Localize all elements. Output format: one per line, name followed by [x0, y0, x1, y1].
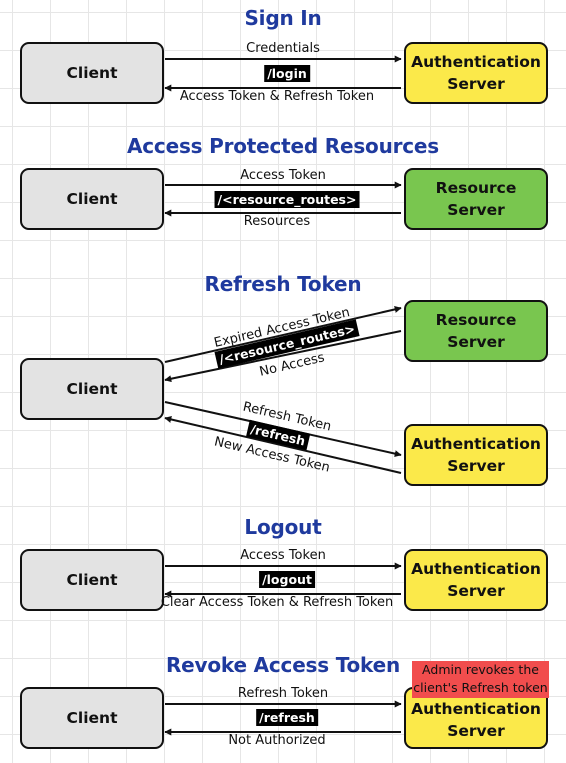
server-label-line1: Resource	[435, 179, 517, 197]
access-route: /<resource_routes>	[214, 191, 360, 208]
server-label-line2: Server	[447, 201, 505, 219]
access-protected-title: Access Protected Resources	[126, 134, 439, 158]
sign-in-auth-server-box: Authentication Server	[404, 42, 548, 104]
logout-auth-server-box: Authentication Server	[404, 549, 548, 611]
server-label-line1: Authentication	[411, 700, 541, 718]
admin-revoke-note: Admin revokes the client's Refresh token	[412, 661, 549, 698]
client-label: Client	[66, 64, 118, 82]
refresh-token-title: Refresh Token	[204, 272, 362, 296]
client-label: Client	[66, 709, 118, 727]
sign-in-request-label: Credentials	[246, 41, 320, 56]
revoke-route: /refresh	[256, 709, 318, 726]
client-label: Client	[66, 571, 118, 589]
server-label-line1: Authentication	[411, 53, 541, 71]
server-label-line1: Resource	[435, 311, 517, 329]
refresh-auth-server-box: Authentication Server	[404, 424, 548, 486]
logout-client-box: Client	[20, 549, 164, 611]
sign-in-route: /login	[264, 65, 310, 82]
server-label-line2: Server	[447, 457, 505, 475]
logout-response-label: Clear Access Token & Refresh Token	[160, 595, 394, 610]
sign-in-client-box: Client	[20, 42, 164, 104]
server-label-line2: Server	[447, 75, 505, 93]
access-client-box: Client	[20, 168, 164, 230]
access-resource-server-box: Resource Server	[404, 168, 548, 230]
note-line1: Admin revokes the	[422, 662, 539, 677]
note-line2: client's Refresh token	[413, 680, 548, 695]
client-label: Client	[66, 190, 118, 208]
sign-in-response-label: Access Token & Refresh Token	[179, 89, 375, 104]
server-label-line2: Server	[447, 582, 505, 600]
revoke-response-label: Not Authorized	[228, 733, 326, 748]
client-label: Client	[66, 380, 118, 398]
access-request-label: Access Token	[240, 168, 326, 183]
new-token-arrow	[164, 416, 402, 474]
server-label-line1: Authentication	[411, 560, 541, 578]
logout-title: Logout	[244, 515, 322, 539]
server-label-line1: Authentication	[411, 435, 541, 453]
revoke-request-label: Refresh Token	[237, 686, 329, 701]
server-label-line2: Server	[447, 722, 505, 740]
server-label-line2: Server	[447, 333, 505, 351]
sign-in-title: Sign In	[244, 6, 322, 30]
refresh-client-box: Client	[20, 358, 164, 420]
logout-request-label: Access Token	[240, 548, 326, 563]
no-access-arrow	[164, 330, 402, 383]
revoke-client-box: Client	[20, 687, 164, 749]
logout-route: /logout	[259, 571, 315, 588]
refresh-resource-server-box: Resource Server	[404, 300, 548, 362]
access-response-label: Resources	[243, 214, 311, 229]
revoke-title: Revoke Access Token	[165, 653, 401, 677]
